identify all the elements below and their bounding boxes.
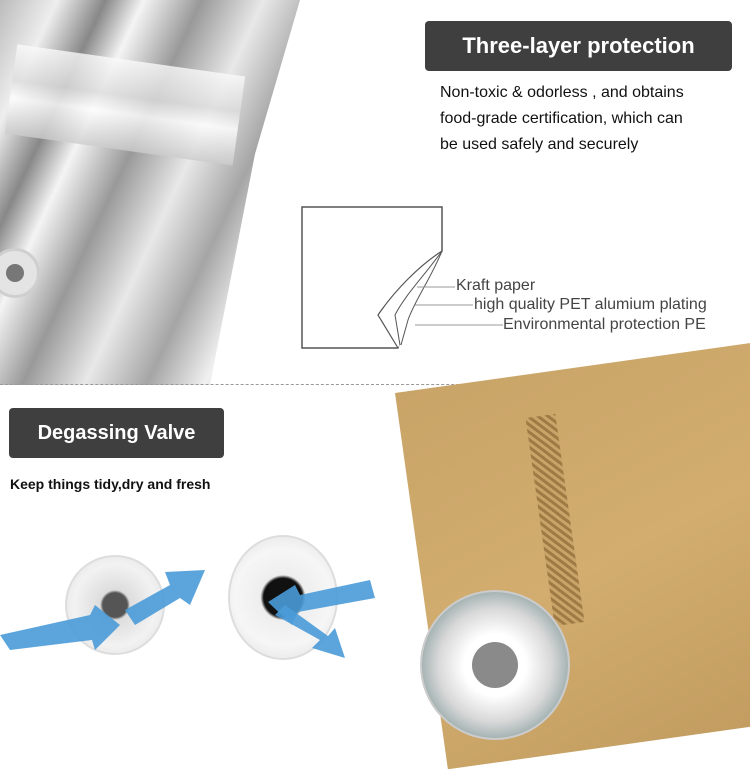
valve-closeup-photo (420, 590, 570, 740)
section-divider (0, 384, 750, 385)
layer-diagram-icon (301, 206, 443, 349)
valve-photo-small (0, 248, 40, 298)
layer-leader-lines (415, 286, 503, 326)
three-layer-description: Non-toxic & odorless , and obtains food-… (440, 80, 684, 158)
airflow-arrows-icon (0, 570, 375, 658)
description-line: be used safely and securely (440, 136, 639, 153)
degassing-valve-title: Degassing Valve (9, 408, 224, 458)
layer-label-pe: Environmental protection PE (503, 316, 706, 333)
description-line: food-grade certification, which can (440, 110, 683, 127)
description-line: Non-toxic & odorless , and obtains (440, 84, 684, 101)
layer-label-pet: high quality PET alumium plating (474, 296, 707, 313)
three-layer-title: Three-layer protection (425, 21, 732, 71)
degassing-valve-subtitle: Keep things tidy,dry and fresh (10, 476, 211, 492)
layer-label-kraft: Kraft paper (456, 277, 536, 294)
